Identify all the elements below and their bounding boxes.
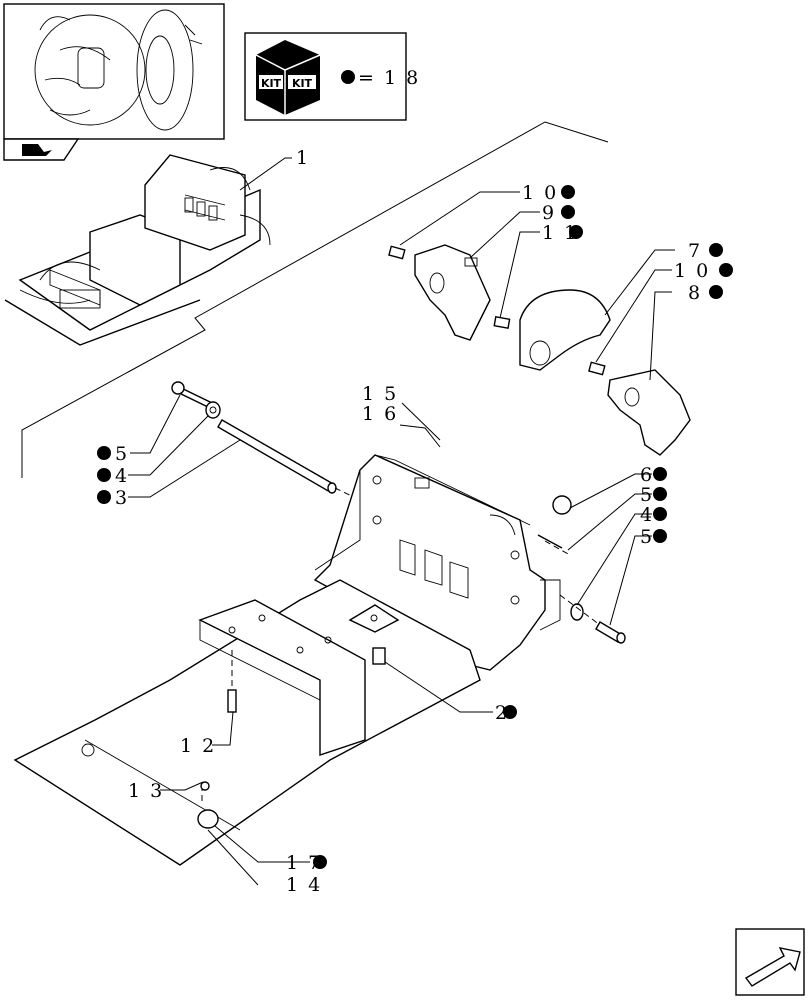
callout-10b-dot	[719, 263, 733, 277]
callout-7-dot	[709, 243, 723, 257]
callout-10b: 1 0	[674, 260, 710, 282]
main-bracket	[313, 454, 561, 671]
next-page-button[interactable]	[735, 928, 805, 996]
next-page-arrow-icon	[744, 947, 801, 987]
callout-5c: 5	[640, 526, 654, 548]
callout-16: 1 6	[362, 403, 398, 425]
callout-5a-dot	[97, 446, 111, 460]
callout-8: 8	[688, 282, 702, 304]
callout-2: 2	[495, 702, 509, 724]
vehicle-nav-tab-icon[interactable]	[22, 144, 52, 156]
kit-quantity-label: = 1 8	[358, 67, 420, 89]
callout-4b-dot	[653, 507, 667, 521]
callout-5a: 5	[115, 443, 129, 465]
right-small-parts	[537, 495, 626, 644]
svg-text:KIT: KIT	[292, 77, 313, 90]
callout-9-dot	[561, 205, 575, 219]
callout-15: 1 5	[362, 383, 398, 405]
callout-1: 1	[296, 147, 310, 169]
tractor-thumbnail[interactable]	[3, 3, 225, 161]
callout-7: 7	[688, 240, 702, 262]
callout-4a: 4	[115, 465, 129, 487]
callout-4a-dot	[97, 468, 111, 482]
callout-14: 1 4	[286, 874, 322, 896]
callout-3: 3	[115, 487, 129, 509]
callout-3-dot	[97, 490, 111, 504]
callout-labels: 1 1 0 9 1 1 7 1 0 8 1 5 1 6 5 4 3 6 5 4 …	[97, 147, 733, 896]
svg-text:KIT: KIT	[261, 77, 282, 90]
callout-17: 1 7	[286, 852, 322, 874]
callout-5b-dot	[653, 487, 667, 501]
kit-box-icon: KIT KIT	[255, 40, 321, 115]
callout-11: 1 1	[542, 222, 578, 244]
callout-10a: 1 0	[522, 182, 558, 204]
callout-9: 9	[542, 202, 556, 224]
callout-2-dot	[503, 705, 517, 719]
pin-assembly-left	[171, 381, 361, 501]
callout-8-dot	[709, 285, 723, 299]
hook-parts-upper	[388, 244, 691, 456]
callout-6: 6	[640, 464, 654, 486]
overview-assembly	[4, 154, 271, 346]
base-frame	[13, 579, 481, 866]
callout-11-dot	[569, 225, 583, 239]
tractor-wheel-thumbnail-icon	[34, 9, 203, 131]
callout-6-dot	[653, 467, 667, 481]
callout-5c-dot	[653, 529, 667, 543]
leader-lines	[128, 157, 675, 886]
callout-12: 1 2	[180, 735, 216, 757]
callout-13: 1 3	[128, 780, 164, 802]
callout-4b: 4	[640, 504, 654, 526]
callout-17-dot	[313, 855, 327, 869]
callout-10a-dot	[561, 185, 575, 199]
kit-legend: KIT KIT = 1 8	[244, 32, 420, 121]
callout-5b: 5	[640, 484, 654, 506]
